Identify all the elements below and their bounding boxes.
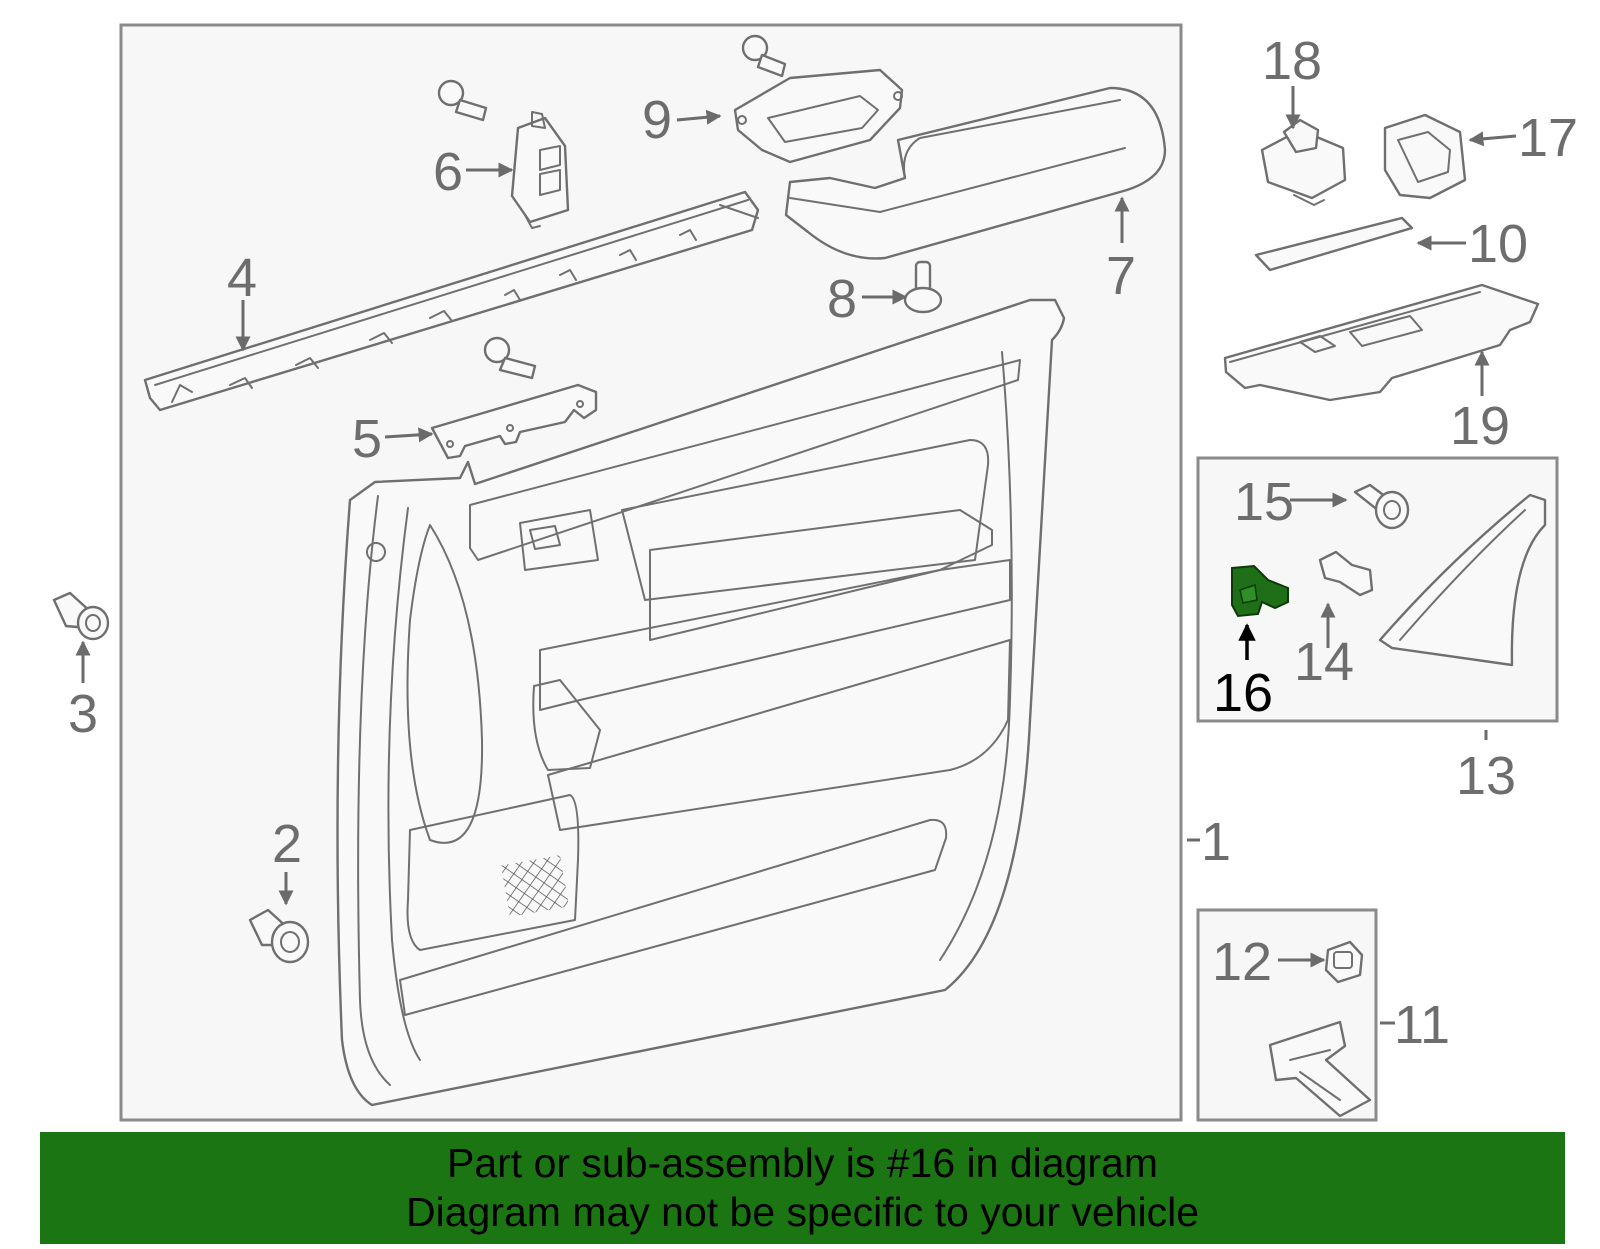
part-8-stud <box>903 260 943 314</box>
callout-14: 14 <box>1294 632 1354 692</box>
part-12-clip <box>1324 940 1364 984</box>
callout-19: 19 <box>1450 396 1510 456</box>
callout-16: 16 <box>1213 663 1273 723</box>
callout-3: 3 <box>68 684 98 744</box>
part-14-clip <box>1318 550 1374 597</box>
callout-18: 18 <box>1262 31 1322 91</box>
callout-12: 12 <box>1212 932 1272 992</box>
part-15-clip <box>1353 483 1410 530</box>
part-6-switch <box>510 111 570 229</box>
callout-7: 7 <box>1106 246 1136 306</box>
part-5-bracket <box>430 383 598 460</box>
callout-5: 5 <box>352 409 382 469</box>
callout-17: 17 <box>1518 108 1578 168</box>
callout-9: 9 <box>642 90 672 150</box>
callout-4: 4 <box>227 248 257 308</box>
part-19-switch-base <box>1223 283 1540 402</box>
part-10-trim-strip <box>1254 216 1414 272</box>
screw-bolt <box>741 34 787 78</box>
part-16-clip-highlighted <box>1231 564 1289 618</box>
screw-bolt <box>437 79 488 122</box>
callout-2: 2 <box>272 814 302 874</box>
part-9-handle-bezel <box>733 68 904 164</box>
part-7-armrest <box>784 86 1167 260</box>
callout-8: 8 <box>827 269 857 329</box>
info-banner: Part or sub-assembly is #16 in diagram D… <box>40 1132 1565 1244</box>
part-3-clip <box>52 591 110 641</box>
screw-bolt <box>483 336 537 380</box>
callout-6: 6 <box>433 142 463 202</box>
banner-line-part-number: Part or sub-assembly is #16 in diagram <box>447 1140 1158 1186</box>
part-11-bracket <box>1268 1020 1372 1118</box>
part-2-clip <box>248 908 310 964</box>
part-4-belt-molding <box>143 190 760 412</box>
part-18-switch <box>1260 118 1347 206</box>
part-13-garnish <box>1378 493 1547 667</box>
callout-1: 1 <box>1201 812 1231 872</box>
callout-15: 15 <box>1234 472 1294 532</box>
part-1-door-trim-panel <box>336 298 1066 1107</box>
leader-lines <box>75 86 1517 1025</box>
part-17-switch <box>1383 113 1467 200</box>
callout-11: 11 <box>1394 995 1450 1055</box>
callout-10: 10 <box>1468 214 1528 274</box>
callout-13: 13 <box>1456 746 1516 806</box>
banner-line-disclaimer: Diagram may not be specific to your vehi… <box>405 1189 1199 1235</box>
